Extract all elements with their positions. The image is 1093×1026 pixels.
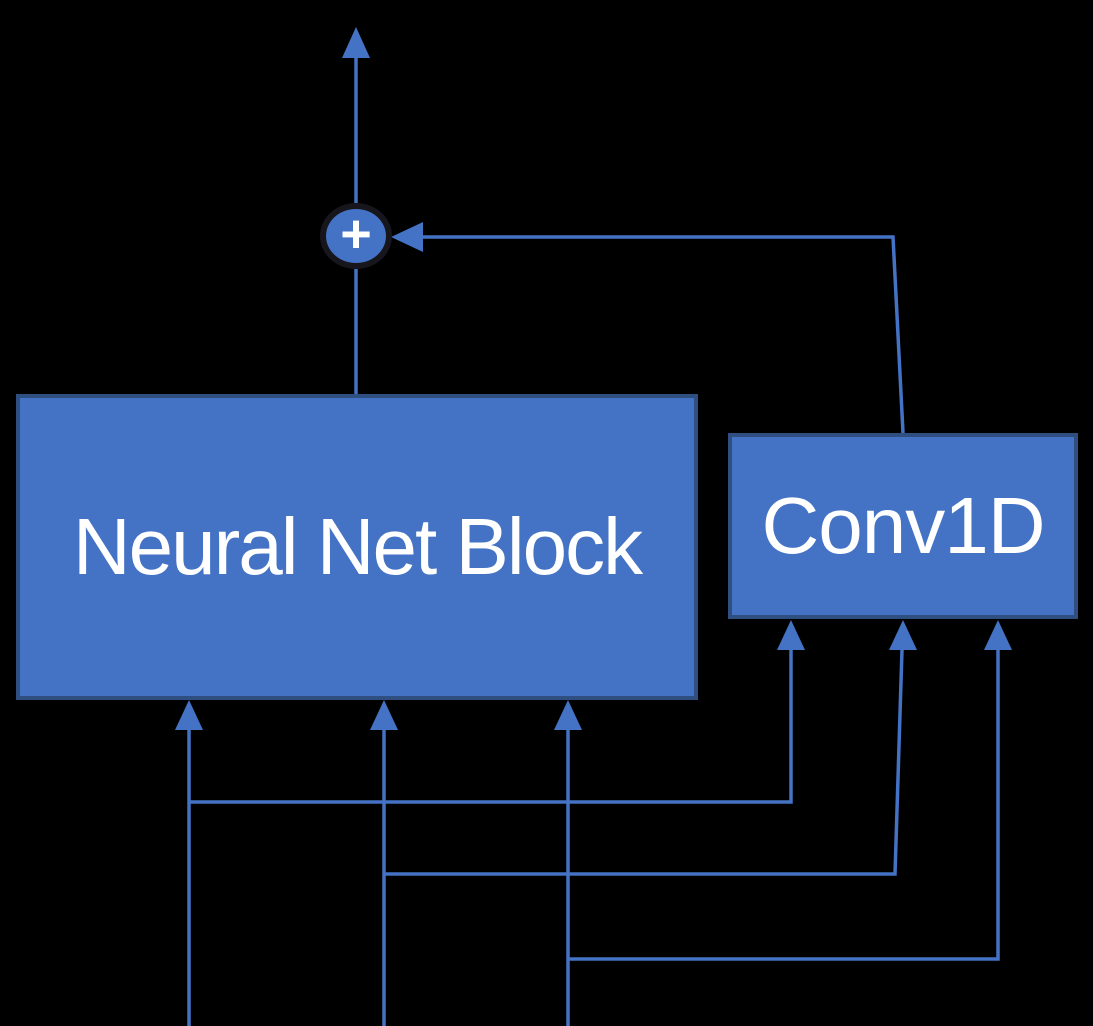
node-neural-net-block: Neural Net Block (16, 394, 698, 700)
sum-output-arrowhead-icon (342, 27, 370, 58)
input-2-to-conv1d-arrowhead-icon (889, 620, 917, 650)
input-3-to-conv1d-line (568, 650, 1000, 961)
input-3-arrowhead-icon (554, 700, 582, 730)
plus-icon: + (340, 204, 372, 264)
input-1-arrowhead-icon (175, 700, 203, 730)
input-1-to-conv1d-line (189, 650, 793, 804)
conv1d-to-sum-line (423, 235, 905, 434)
node-conv1d: Conv1D (728, 433, 1078, 619)
input-2-to-conv1d-line (384, 649, 904, 876)
input-3-to-conv1d-arrowhead-icon (984, 620, 1012, 650)
input-2-arrowhead-icon (370, 700, 398, 730)
node-sum-junction: + (320, 203, 392, 269)
neural-net-block-label: Neural Net Block (72, 502, 643, 591)
conv1d-label: Conv1D (761, 481, 1045, 570)
conv1d-to-sum-arrowhead-icon (391, 222, 423, 252)
input-1-to-conv1d-arrowhead-icon (777, 620, 805, 650)
